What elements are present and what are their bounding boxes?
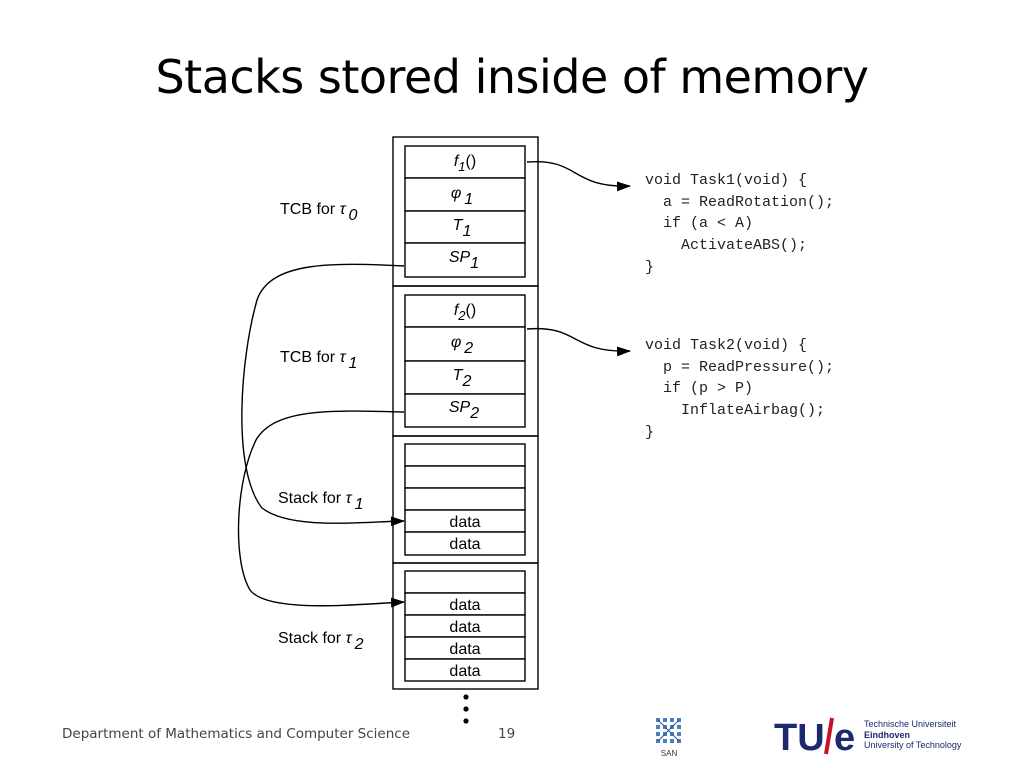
page-number: 19: [498, 726, 516, 742]
tcb1-field-t2: T2: [453, 367, 472, 390]
tcb0-field-f1: f1(): [454, 153, 476, 174]
tue-line1: Technische Universiteit: [864, 719, 957, 729]
stack2-cell-1: data: [449, 597, 480, 614]
footer-department: Department of Mathematics and Computer S…: [62, 726, 411, 742]
tcb0-field-t1: T1: [453, 217, 472, 240]
tcb1-field-sp2: SP2: [449, 399, 479, 422]
stack2-cell-4: data: [449, 663, 480, 680]
task1-code: void Task1(void) { a = ReadRotation(); i…: [645, 172, 835, 276]
stack2-block: [392, 562, 539, 690]
tcb0-field-sp1: SP1: [449, 249, 479, 272]
slide-title: Stacks stored inside of memory: [155, 50, 869, 104]
stack1-cell-4: data: [449, 536, 480, 553]
arrow-sp2-to-stack2: [237, 410, 405, 608]
svg-text:TU: TU: [774, 717, 825, 756]
tue-line3: University of Technology: [864, 740, 962, 750]
stack1-cell-3: data: [449, 514, 480, 531]
arrow-f2-to-task2: [526, 327, 631, 357]
continuation-dots-icon: [463, 694, 469, 724]
task2-code: void Task2(void) { p = ReadPressure(); i…: [645, 337, 835, 441]
san-logo-icon: SAN: [656, 718, 681, 758]
stack2-cell-3: data: [449, 641, 480, 658]
svg-text:SAN: SAN: [661, 749, 678, 758]
tue-logo-text: Technische Universiteit Eindhoven Univer…: [864, 719, 961, 751]
tue-line2: Eindhoven: [864, 729, 911, 740]
stack2-cells: data data data data: [404, 570, 526, 682]
arrow-sp1-to-stack1: [241, 263, 405, 527]
stack1-cells: data data: [404, 443, 526, 556]
tue-logo-icon: TU e: [774, 717, 855, 756]
arrow-f1-to-task1: [526, 160, 631, 192]
svg-text:e: e: [834, 717, 855, 756]
stack2-cell-2: data: [449, 619, 480, 636]
tcb1-field-f2: f2(): [454, 302, 476, 323]
